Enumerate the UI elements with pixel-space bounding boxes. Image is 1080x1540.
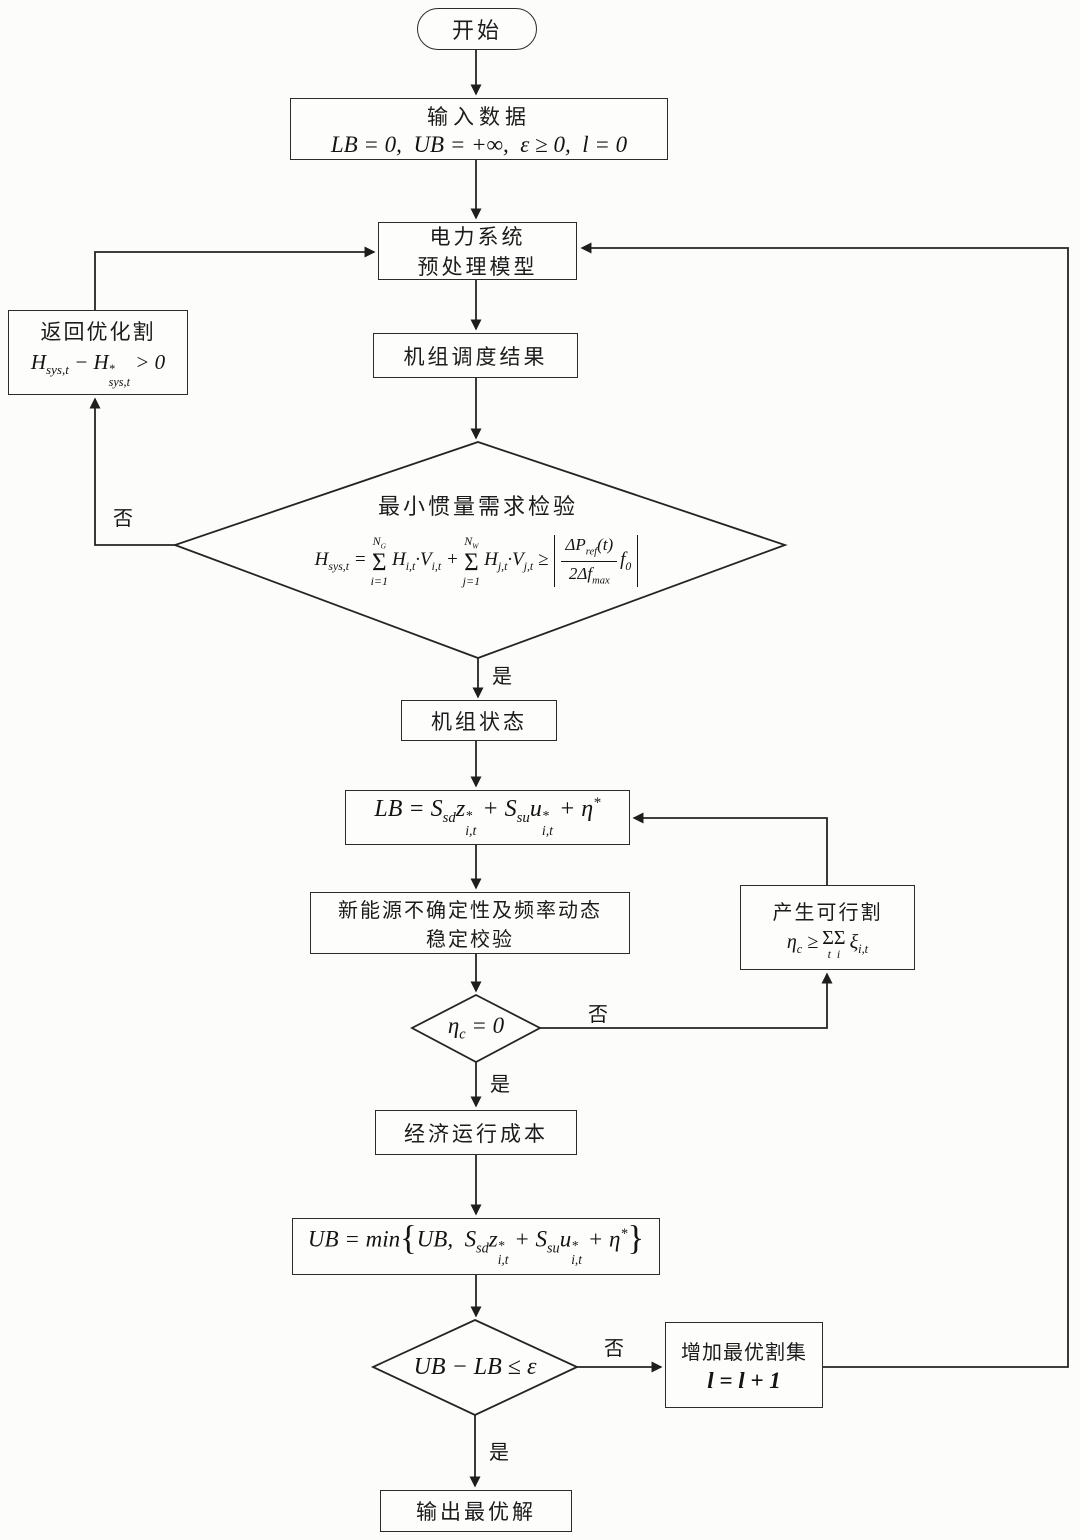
inertia-check-diamond: 最小惯量需求检验 Hsys,t = NG Σ i=1 Hi,t·Vi,t + N…: [220, 458, 736, 618]
operation-cost-node: 经济运行成本: [375, 1110, 577, 1155]
inertia-check-title: 最小惯量需求检验: [377, 493, 578, 519]
lower-bound-formula: LB = Ssdz*i,t + Ssuu*i,t + η*: [374, 795, 601, 839]
inertia-term1: Hi,t·Vi,t +: [392, 548, 459, 573]
unit-status-node: 机组状态: [401, 700, 557, 741]
add-cut-set-title: 增加最优割集: [681, 1342, 807, 1364]
inertia-check-formula: Hsys,t = NG Σ i=1 Hi,t·Vi,t + NW Σ j=1 H…: [314, 534, 642, 588]
edge-inertia-no: [89, 397, 175, 546]
stability-check-line2: 稳定校验: [426, 929, 514, 951]
edge-returncut-preprocess: [94, 246, 376, 310]
abs-bar-left: [554, 534, 556, 588]
feasible-cut-title: 产生可行割: [772, 901, 883, 924]
edge-eta-no: [540, 972, 833, 1029]
inertia-tail: f0: [620, 548, 632, 573]
preprocess-model-node: 电力系统 预处理模型: [378, 222, 577, 280]
convergence-diamond: UB − LB ≤ ε: [373, 1320, 577, 1415]
label-convergence-yes: 是: [489, 1442, 509, 1464]
operation-cost-label: 经济运行成本: [404, 1122, 548, 1146]
abs-bar-right: [637, 534, 639, 588]
upper-bound-formula: UB = min{UB, Ssdz*i,t + Ssuu*i,t + η*}: [307, 1219, 645, 1268]
feasible-cut-formula: ηc ≥ ΣΣ t i ξi,t: [786, 926, 869, 961]
return-cut-title: 返回优化割: [40, 321, 156, 345]
inertia-lhs: Hsys,t =: [314, 548, 367, 573]
lower-bound-node: LB = Ssdz*i,t + Ssuu*i,t + η*: [345, 790, 630, 845]
add-cut-set-formula: l = l + 1: [707, 1368, 781, 1393]
output-solution-node: 输出最优解: [380, 1490, 572, 1532]
dispatch-result-node: 机组调度结果: [373, 333, 578, 378]
upper-bound-node: UB = min{UB, Ssdz*i,t + Ssuu*i,t + η*}: [292, 1218, 660, 1275]
input-data-node: 输入数据 LB = 0, UB = +∞, ε ≥ 0, l = 0: [290, 98, 668, 160]
label-eta-yes: 是: [490, 1074, 510, 1096]
stability-check-line1: 新能源不确定性及频率动态: [338, 900, 602, 922]
return-cut-formula: Hsys,t − H*sys,t > 0: [30, 350, 166, 389]
input-data-title: 输入数据: [427, 105, 531, 129]
add-cut-set-node: 增加最优割集 l = l + 1: [665, 1322, 823, 1408]
return-cut-node: 返回优化割 Hsys,t − H*sys,t > 0: [8, 310, 188, 395]
inertia-sum1: NG Σ i=1: [370, 534, 389, 588]
feasible-cut-node: 产生可行割 ηc ≥ ΣΣ t i ξi,t: [740, 885, 915, 970]
dispatch-result-label: 机组调度结果: [403, 345, 548, 369]
label-eta-no: 否: [588, 1004, 608, 1026]
inertia-sum2: NW Σ j=1: [462, 534, 481, 588]
start-label: 开始: [451, 18, 502, 43]
inertia-fraction: ΔPref(t) 2Δfmax: [561, 535, 618, 587]
convergence-formula: UB − LB ≤ ε: [413, 1354, 537, 1380]
edge-feasible-lb: [632, 812, 828, 885]
label-inertia-yes: 是: [492, 666, 512, 688]
output-solution-label: 输出最优解: [416, 1501, 536, 1524]
input-data-formula: LB = 0, UB = +∞, ε ≥ 0, l = 0: [330, 131, 628, 157]
preprocess-line2: 预处理模型: [417, 256, 538, 279]
inertia-term2: Hj,t·Vj,t ≥: [484, 548, 549, 573]
eta-zero-diamond: ηc = 0: [412, 995, 540, 1062]
unit-status-label: 机组状态: [431, 710, 527, 734]
start-node: 开始: [417, 8, 537, 50]
edge-addcut-preprocess: [580, 242, 1069, 1368]
label-inertia-no: 否: [113, 508, 133, 530]
stability-check-node: 新能源不确定性及频率动态 稳定校验: [310, 892, 630, 954]
feasible-cut-sum: ΣΣ t i: [822, 926, 846, 961]
label-convergence-no: 否: [604, 1338, 624, 1360]
eta-zero-formula: ηc = 0: [447, 1013, 505, 1043]
preprocess-line1: 电力系统: [429, 226, 526, 249]
